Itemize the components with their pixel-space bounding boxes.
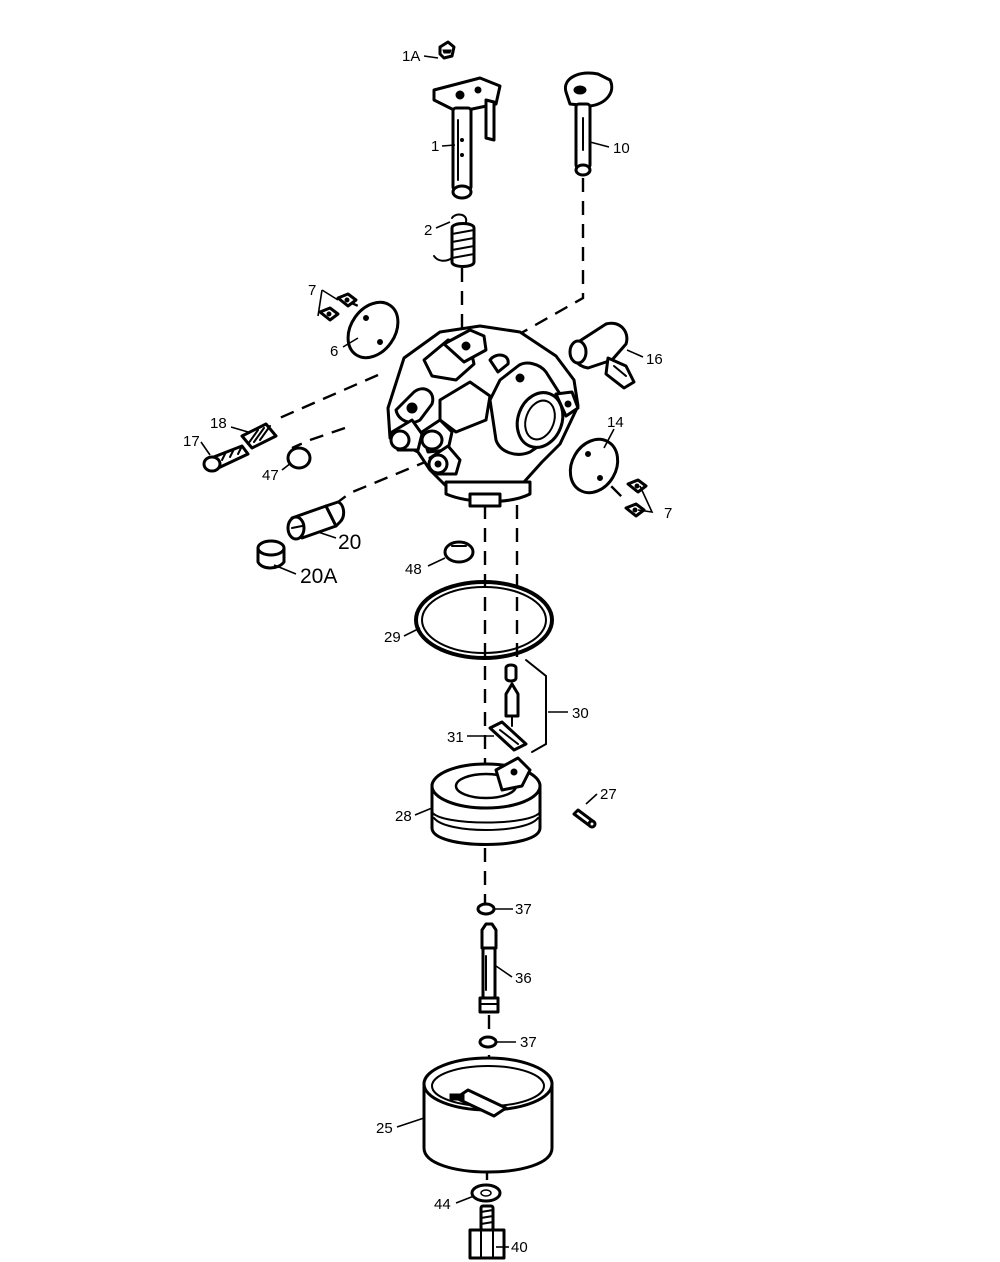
- label-10: 10: [613, 140, 630, 157]
- part-48-gasket: [443, 540, 475, 564]
- part-17-idle-screw: [202, 444, 250, 473]
- assembly-guide-lines: [274, 178, 626, 1180]
- part-10-choke-shaft: [563, 71, 614, 177]
- label-25: 25: [376, 1120, 393, 1137]
- label-17: 17: [183, 433, 200, 450]
- part-1-throttle-shaft: [432, 76, 502, 200]
- label-36: 36: [515, 970, 532, 987]
- part-25-float-bowl: [422, 1056, 554, 1174]
- part-31-clip: [488, 720, 528, 752]
- label-47: 47: [262, 467, 279, 484]
- part-29-o-ring: [414, 580, 554, 660]
- carburetor-body: [386, 324, 580, 508]
- callout-labels: 1A 1 10 2 7 6 16 18 17 14 47 7 20 20A 48…: [183, 48, 672, 1256]
- label-29: 29: [384, 629, 401, 646]
- label-14: 14: [607, 414, 624, 431]
- part-37-upper-washer: [476, 902, 496, 916]
- part-36-main-jet: [478, 922, 500, 1014]
- part-40-bowl-nut: [468, 1204, 506, 1260]
- part-28-float: [430, 756, 542, 846]
- label-28: 28: [395, 808, 412, 825]
- label-7-upper: 7: [308, 282, 316, 299]
- label-1a: 1A: [402, 48, 420, 65]
- label-48: 48: [405, 561, 422, 578]
- label-7-lower: 7: [664, 505, 672, 522]
- label-30: 30: [572, 705, 589, 722]
- label-40: 40: [511, 1239, 528, 1256]
- part-44-washer: [470, 1183, 502, 1203]
- label-20a: 20A: [300, 565, 337, 588]
- label-37-lower: 37: [520, 1034, 537, 1051]
- label-27: 27: [600, 786, 617, 803]
- label-44: 44: [434, 1196, 451, 1213]
- label-2: 2: [424, 222, 432, 239]
- part-27-pin: [572, 808, 597, 829]
- part-37-lower-washer: [478, 1035, 498, 1049]
- label-6: 6: [330, 343, 338, 360]
- part-20-nozzle: [286, 500, 346, 541]
- part-7-upper-screws: [318, 292, 358, 322]
- part-16-inlet-fitting: [568, 321, 636, 390]
- label-18: 18: [210, 415, 227, 432]
- part-47-welch-plug: [286, 446, 312, 470]
- part-18-spring: [240, 422, 278, 450]
- label-16: 16: [646, 351, 663, 368]
- leader-lines: [200, 55, 654, 1248]
- label-1: 1: [431, 138, 439, 155]
- label-37-upper: 37: [515, 901, 532, 918]
- label-20: 20: [338, 531, 361, 554]
- part-1a-clip: [438, 40, 456, 60]
- label-31: 31: [447, 729, 464, 746]
- part-20a-cap: [256, 539, 286, 570]
- part-6-choke-plate: [346, 300, 400, 360]
- part-30-needle-valve-kit: [504, 659, 547, 753]
- part-2-spring: [433, 213, 476, 268]
